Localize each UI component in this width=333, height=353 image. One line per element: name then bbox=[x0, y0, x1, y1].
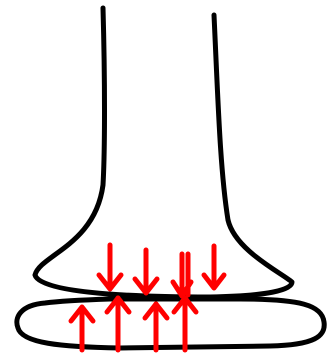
down-arrow bbox=[135, 250, 157, 293]
down-arrow bbox=[99, 245, 121, 289]
down-arrow-group bbox=[99, 245, 224, 296]
lower-base-slab bbox=[17, 299, 324, 348]
down-arrow bbox=[204, 246, 224, 288]
up-arrow bbox=[107, 298, 129, 350]
upper-flared-body bbox=[35, 8, 292, 297]
up-arrow-group bbox=[71, 298, 196, 350]
up-arrow bbox=[174, 298, 196, 350]
up-arrow bbox=[71, 307, 93, 350]
up-arrow bbox=[145, 304, 167, 350]
